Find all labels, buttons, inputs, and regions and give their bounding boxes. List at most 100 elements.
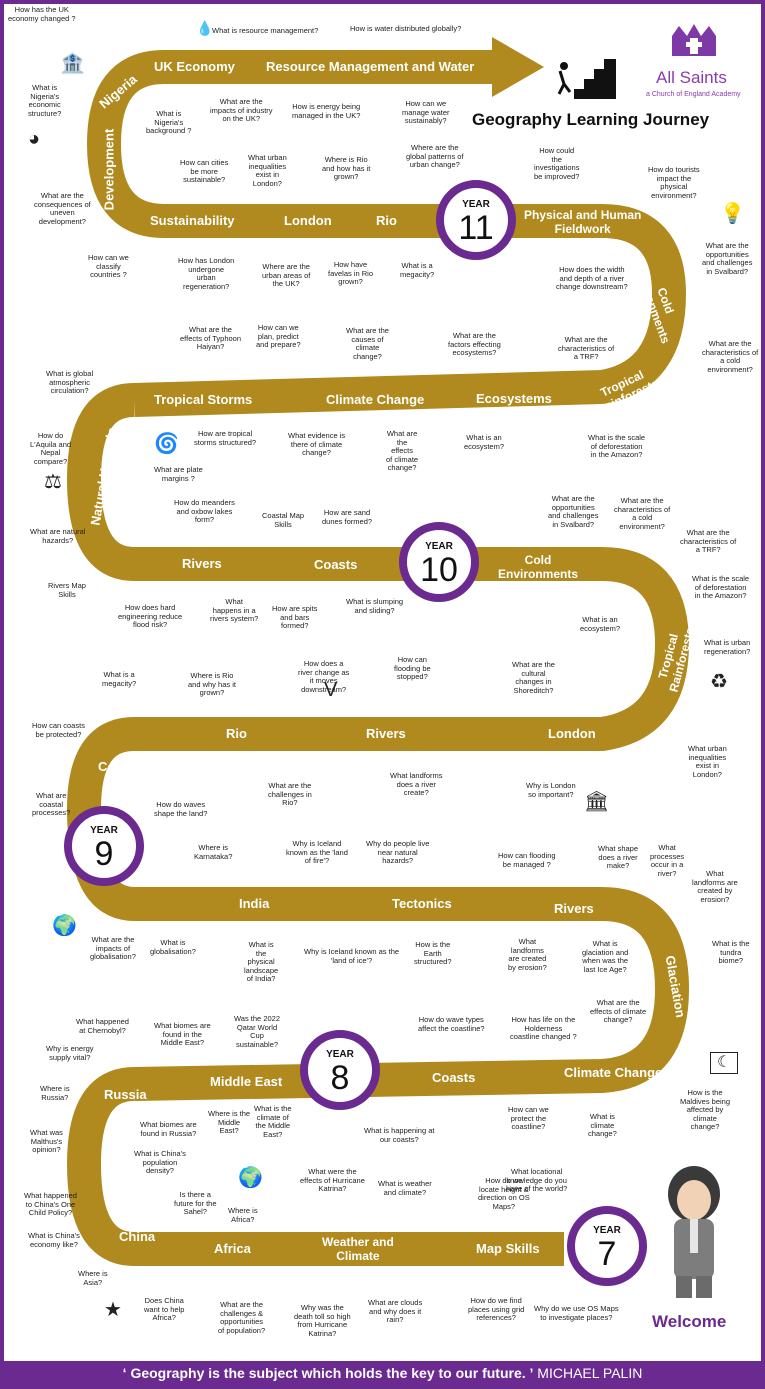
question-text: What are the impacts of industry on the … [210, 97, 273, 124]
pie-chart-icon: ◕ [28, 128, 41, 150]
question-text: What locational knowledge do you have of… [506, 1167, 568, 1194]
question-text: What are the effects of Typhoon Haiyan? [180, 325, 242, 352]
topic-cold-environments-y10: Cold Environments [498, 553, 579, 581]
river-v-icon: V [324, 679, 338, 701]
question-text: What are the characteristics of a cold e… [702, 339, 759, 374]
topic-india: India [239, 896, 270, 911]
question-text: How can we manage water sustainably? [402, 99, 450, 126]
question-text: Was the 2022 Qatar World Cup sustainable… [234, 1014, 280, 1049]
question-text: Where is Rio and how has it grown? [322, 155, 371, 182]
topic-fieldwork: Physical and Human Fieldwork [524, 208, 642, 236]
question-text: How do L'Aquila and Nepal compare? [30, 431, 72, 466]
topic-africa: Africa [214, 1241, 251, 1256]
question-text: What landforms are created by erosion? [692, 869, 738, 904]
question-text: How do we locate height & direction on O… [478, 1176, 530, 1211]
question-text: What are clouds and why does it rain? [368, 1298, 423, 1325]
journey-road [67, 24, 720, 1298]
question-text: What are the characteristics of a TRF? [558, 335, 615, 362]
scales-icon: ⚖ [44, 471, 62, 493]
topic-uk-economy: UK Economy [154, 59, 235, 74]
question-text: Does China want to help Africa? [144, 1296, 185, 1323]
question-text: How is the Earth structured? [414, 940, 452, 967]
question-text: What are the impacts of globalisation? [90, 935, 136, 962]
question-text: How has London undergone urban regenerat… [178, 256, 235, 291]
question-text: What landforms are created by erosion? [508, 937, 547, 972]
question-text: What is glaciation and when was the last… [582, 939, 629, 974]
topic-resource-management: Resource Management and Water [266, 59, 475, 74]
question-text: Coastal Map Skills [262, 511, 305, 529]
question-text: Why do we use OS Maps to investigate pla… [534, 1304, 619, 1322]
moon-icon: ☾ [710, 1052, 739, 1074]
question-text: What is Nigeria's background ? [146, 109, 192, 136]
question-text: What is a megacity? [102, 670, 137, 688]
question-text: What are the cultural changes in Shoredi… [512, 660, 555, 695]
question-text: What is Nigeria's economic structure? [28, 83, 62, 118]
question-text: Rivers Map Skills [48, 581, 86, 599]
question-text: How can we protect the coastline? [508, 1105, 549, 1132]
question-text: What are the challenges & opportunities … [218, 1300, 266, 1335]
question-text: How do we find places using grid referen… [468, 1296, 525, 1323]
question-text: How do meanders and oxbow lakes form? [174, 498, 235, 525]
question-text: Where is Karnataka? [194, 843, 233, 861]
question-text: What is a megacity? [400, 261, 435, 279]
topic-rio-y11: Rio [376, 213, 397, 228]
quote-author: MICHAEL PALIN [537, 1365, 643, 1381]
question-text: What is happening at our coasts? [364, 1126, 435, 1144]
question-text: Is there a future for the Sahel? [174, 1190, 217, 1217]
topic-rivers-y9: Rivers [366, 726, 406, 741]
question-text: What biomes are found in Russia? [140, 1120, 197, 1138]
question-text: What is an ecosystem? [580, 615, 621, 633]
question-text: What are the effects of climate change? [386, 429, 419, 473]
question-text: How can we plan, predict and prepare? [256, 323, 301, 350]
question-text: How do tourists impact the physical envi… [648, 165, 700, 200]
footer-quote: ‘ Geography is the subject which holds t… [4, 1361, 761, 1385]
question-text: What are coastal processes? [32, 791, 71, 818]
question-text: What happened to China's One Child Polic… [24, 1191, 77, 1218]
question-text: What is the scale of deforestation in th… [692, 574, 750, 601]
topic-coasts-y10: Coasts [314, 557, 358, 572]
staircase-icon [552, 59, 616, 99]
question-text: How does a river change as it moves down… [298, 659, 350, 694]
question-text: How are tropical storms structured? [194, 429, 257, 447]
question-text: How can coasts be protected? [32, 721, 85, 739]
teacher-avatar [668, 1166, 720, 1298]
question-text: How can cities be more sustainable? [180, 158, 229, 185]
quote-text: ‘ Geography is the subject which holds t… [122, 1365, 534, 1381]
question-text: Where are the urban areas of the UK? [262, 262, 311, 289]
question-text: Why was the death toll so high from Hurr… [294, 1303, 351, 1338]
topic-coasts-y8: Coasts [432, 1070, 476, 1085]
question-text: What is the climate of the Middle East? [254, 1104, 292, 1139]
bank-icon: 🏦 [60, 53, 85, 75]
question-text: How has the UK economy changed ? [8, 5, 76, 23]
question-text: How is the Maldives being affected by cl… [680, 1088, 731, 1132]
question-text: What biomes are found in the Middle East… [154, 1021, 211, 1048]
topic-weather-climate: Weather and Climate [322, 1235, 394, 1263]
question-text: What is global atmospheric circulation? [46, 369, 94, 396]
school-subtitle: a Church of England Academy [646, 91, 741, 98]
question-text: What are natural hazards? [30, 527, 86, 545]
question-text: Where is Russia? [40, 1084, 70, 1102]
topic-tectonics: Tectonics [392, 896, 452, 911]
topic-russia: Russia [104, 1087, 147, 1102]
question-text: Where is Africa? [228, 1206, 258, 1224]
question-text: How do wave types affect the coastline? [418, 1015, 485, 1033]
question-text: What are the challenges in Rio? [268, 781, 312, 808]
question-text: How could the investigations be improved… [534, 146, 580, 181]
topic-middle-east: Middle East [210, 1074, 283, 1089]
question-text: What are the factors effecting ecosystem… [448, 331, 501, 358]
question-text: What is an ecosystem? [464, 433, 505, 451]
question-text: What are the characteristics of a cold e… [614, 496, 671, 531]
question-text: What is slumping and sliding? [346, 597, 404, 615]
topic-development: Development [101, 128, 117, 211]
question-text: What is China's population density? [134, 1149, 186, 1176]
page-title: Geography Learning Journey [472, 110, 710, 129]
welcome-label: Welcome [652, 1312, 727, 1331]
globe-hand-icon: 🌍 [52, 915, 77, 937]
topic-sustainability: Sustainability [150, 213, 235, 228]
question-text: What is urban regeneration? [704, 638, 751, 656]
question-text: What happened at Chernobyl? [76, 1017, 129, 1035]
question-text: Why is Iceland known as the 'land of fir… [286, 839, 348, 866]
question-text: How can flooding be stopped? [394, 655, 431, 682]
